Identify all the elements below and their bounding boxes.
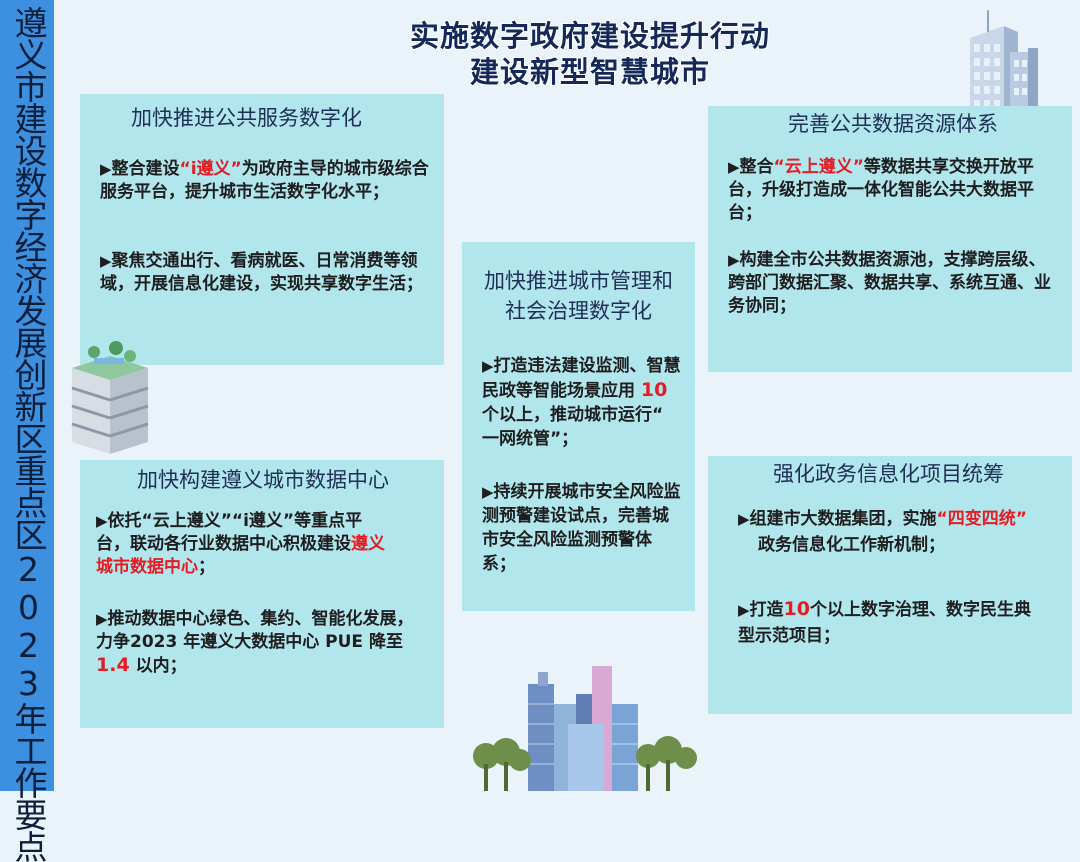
panel-title: 强化政务信息化项目统筹	[773, 462, 1004, 486]
panel-title: 加快推进公共服务数字化	[131, 106, 362, 130]
list-item: ▶依托“云上遵义”“i遵义”等重点平台，联动各行业数据中心积极建设遵义城市数据中…	[96, 511, 385, 577]
skyscraper-illustration	[970, 10, 1038, 116]
bullet-icon: ▶	[738, 510, 750, 528]
bullet-icon: ▶	[96, 512, 108, 530]
list-item: ▶推动数据中心绿色、集约、智能化发展，力争2023 年遵义大数据中心 PUE 降…	[96, 609, 414, 676]
bullet-icon: ▶	[728, 251, 740, 269]
panel-data-resources: 完善公共数据资源体系 ▶整合“云上遵义”等数据共享交换开放平台，升级打造成一体化…	[708, 106, 1072, 372]
list-item: ▶整合“云上遵义”等数据共享交换开放平台，升级打造成一体化智能公共大数据平台；	[728, 157, 1034, 223]
highlight-text: 遵义城市数据中心	[96, 534, 385, 577]
page-title-line2: 建设新型智慧城市	[469, 55, 710, 89]
bullet-icon: ▶	[482, 483, 494, 501]
panel-title: 加快构建遵义城市数据中心	[137, 468, 389, 492]
bullet-icon: ▶	[728, 158, 740, 176]
bullet-icon: ▶	[100, 160, 112, 178]
bullet-icon: ▶	[738, 601, 750, 619]
panel-data-center: 加快构建遵义城市数据中心 ▶依托“云上遵义”“i遵义”等重点平台，联动各行业数据…	[80, 460, 444, 728]
panel-city-management: 加快推进城市管理和 社会治理数字化 ▶打造违法建设监测、智慧民政等智能场景应用 …	[462, 242, 695, 611]
highlight-text: “云上遵义”	[773, 157, 864, 177]
bullet-icon: ▶	[96, 610, 108, 628]
list-item: ▶打造违法建设监测、智慧民政等智能场景应用 10 个以上，推动城市运行“ 一网统…	[482, 356, 681, 449]
list-item: ▶打造10个以上数字治理、数字民生典型示范项目；	[738, 598, 1031, 646]
sidebar: 遵义市建设数字经济发展创新区重点区2023年工作要点	[0, 0, 54, 862]
panel-public-service: 加快推进公共服务数字化 ▶整合建设“i遵义”为政府主导的城市级综合服务平台，提升…	[80, 94, 444, 365]
panel-gov-info: 强化政务信息化项目统筹 ▶组建市大数据集团，实施“四变四统”政务信息化工作新机制…	[708, 456, 1072, 714]
panel-title: 加快推进城市管理和 社会治理数字化	[484, 269, 673, 323]
highlight-text: “i遵义”	[179, 159, 242, 179]
list-item: ▶持续开展城市安全风险监测预警建设试点，完善城市安全风险监测预警体系；	[482, 482, 681, 574]
sidebar-title: 遵义市建设数字经济发展创新区重点区2023年工作要点	[9, 6, 48, 862]
highlight-text: “四变四统”	[936, 509, 1027, 529]
list-item: ▶聚焦交通出行、看病就医、日常消费等领域，开展信息化建设，实现共享数字生活；	[100, 251, 423, 294]
highlight-number: 10	[640, 379, 668, 401]
highlight-number: 1.4	[96, 654, 130, 676]
page-title-line1: 实施数字政府建设提升行动	[409, 19, 770, 53]
bullet-icon: ▶	[482, 357, 494, 375]
list-item: ▶组建市大数据集团，实施“四变四统”政务信息化工作新机制；	[738, 509, 1027, 555]
page-title: 实施数字政府建设提升行动 建设新型智慧城市	[300, 18, 880, 90]
panel-title: 完善公共数据资源体系	[788, 112, 998, 136]
list-item: ▶整合建设“i遵义”为政府主导的城市级综合服务平台，提升城市生活数字化水平；	[100, 159, 429, 202]
green-building-illustration	[71, 341, 149, 454]
highlight-number: 10	[783, 598, 810, 620]
city-skyline-illustration	[473, 666, 697, 791]
list-item: ▶构建全市公共数据资源池，支撑跨层级、跨部门数据汇聚、数据共享、系统互通、业务协…	[728, 250, 1051, 316]
bullet-icon: ▶	[100, 252, 112, 270]
